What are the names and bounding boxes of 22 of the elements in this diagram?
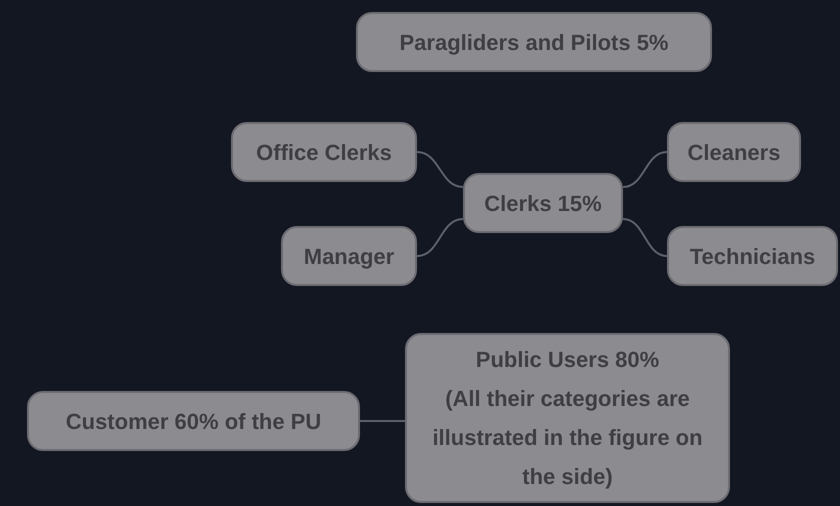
topic-box [667, 122, 801, 182]
connector-line [416, 151, 464, 188]
topic-text: Customer 60% of the PU [66, 408, 322, 436]
topic-text: Cleaners [688, 138, 780, 166]
topic-box [27, 391, 360, 451]
connector-line [622, 218, 668, 257]
connector-line [360, 420, 405, 422]
topic-box [231, 122, 417, 182]
topic-box [281, 226, 417, 286]
topic-text: Manager [304, 242, 394, 271]
topic-text: Technicians [690, 242, 816, 270]
topic-box [405, 333, 730, 503]
topic-text: Paragliders and Pilots 5% [400, 28, 668, 57]
topic-text: (All their categories are illustrated in the figure on the side) [431, 385, 704, 491]
topic-heading: Public Users 80% [476, 346, 660, 374]
topic-text: Office Clerks [256, 138, 392, 166]
connector-line [416, 218, 464, 257]
connector-line [622, 151, 668, 188]
topic-box [667, 226, 838, 286]
topic-text: Clerks 15% [484, 190, 602, 218]
topic-box [463, 173, 623, 233]
topic-box [356, 12, 712, 72]
